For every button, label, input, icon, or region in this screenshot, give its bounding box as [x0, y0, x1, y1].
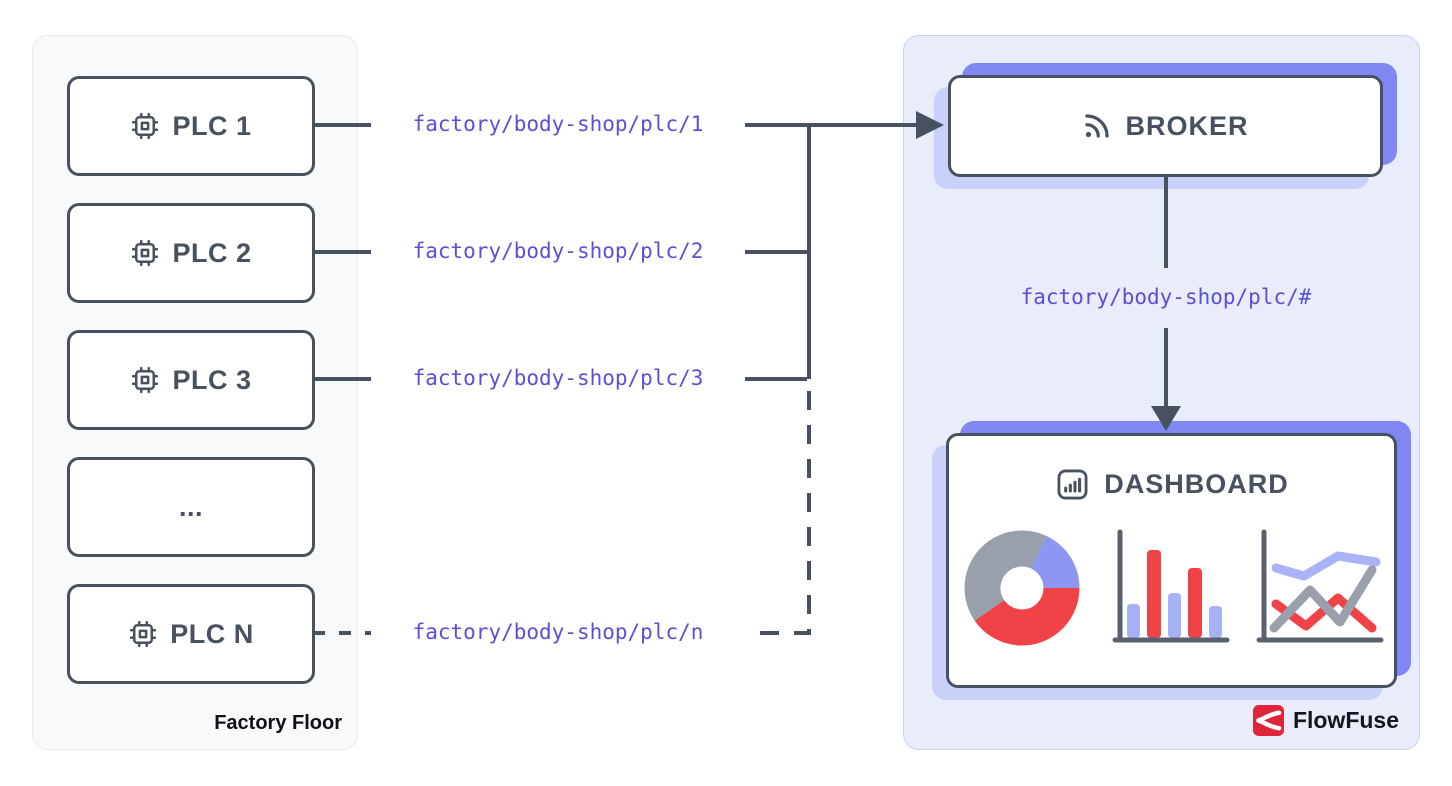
brand: FlowFuse: [1252, 705, 1399, 736]
cpu-icon: [130, 365, 160, 395]
connector-trunk-dashed: [745, 391, 811, 635]
node-ellipsis: ...: [67, 457, 315, 557]
node-label: PLC N: [170, 618, 254, 649]
factory-floor-panel: PLC 1 PLC 2 PLC 3 ...: [32, 35, 358, 750]
brand-label: FlowFuse: [1292, 707, 1399, 733]
broker-node: BROKER: [934, 63, 1397, 189]
donut-chart-icon: [962, 526, 1082, 646]
dashboard-box: DASHBOARD: [946, 433, 1397, 688]
node-plc-2: PLC 2: [67, 203, 315, 303]
dashboard-node: DASHBOARD: [932, 421, 1411, 700]
dashboard-label: DASHBOARD: [1104, 469, 1289, 499]
cloud-panel: BROKER DASHBOARD: [903, 35, 1420, 750]
node-plc-3: PLC 3: [67, 330, 315, 430]
node-plc-n: PLC N: [67, 584, 315, 684]
node-label: ...: [178, 491, 203, 522]
topic-plc-2: factory/body-shop/plc/2: [412, 239, 704, 263]
cpu-icon: [130, 238, 160, 268]
node-plc-1: PLC 1: [67, 76, 315, 176]
topic-plc-1: factory/body-shop/plc/1: [412, 112, 704, 136]
factory-floor-caption: Factory Floor: [214, 712, 342, 734]
topic-wildcard: factory/body-shop/plc/#: [1020, 285, 1312, 309]
flowfuse-logo-icon: [1252, 705, 1284, 736]
node-label: PLC 2: [172, 237, 252, 268]
cpu-icon: [128, 619, 158, 649]
node-label: PLC 3: [172, 364, 252, 395]
broker-box: BROKER: [948, 75, 1383, 177]
dashboard-title-row: DASHBOARD: [949, 466, 1394, 503]
topic-plc-3: factory/body-shop/plc/3: [412, 366, 704, 390]
rss-icon: [1082, 111, 1112, 141]
node-label: PLC 1: [172, 110, 252, 141]
topic-plc-n: factory/body-shop/plc/n: [412, 620, 704, 644]
broker-label: BROKER: [1125, 110, 1249, 141]
bar-chart-icon: [1110, 528, 1232, 648]
cpu-icon: [130, 111, 160, 141]
bar-chart-square-icon: [1054, 466, 1091, 503]
line-chart-icon: [1254, 528, 1386, 648]
